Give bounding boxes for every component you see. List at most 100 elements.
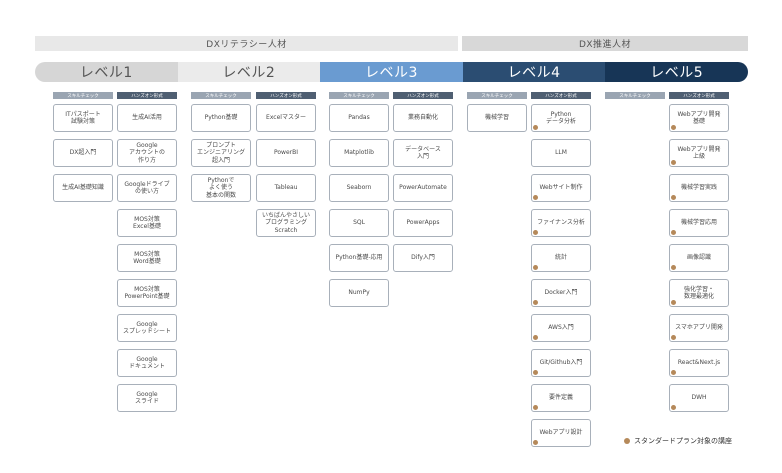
standard-plan-dot	[671, 265, 676, 270]
course-card[interactable]: データベース 入門	[393, 139, 453, 167]
course-card[interactable]: PowerAutomate	[393, 174, 453, 202]
course-label: Python基礎-応用	[335, 254, 383, 262]
course-card[interactable]: 生成AI基礎知識	[53, 174, 113, 202]
course-label: 生成AI活用	[132, 114, 162, 122]
course-card[interactable]: Docker入門	[531, 279, 591, 307]
course-card[interactable]: MOS対策 PowerPoint基礎	[117, 279, 177, 307]
course-card[interactable]: Pandas	[329, 104, 389, 132]
course-card[interactable]: 要件定義	[531, 384, 591, 412]
course-label: SQL	[353, 219, 365, 227]
course-label: React&Next.js	[677, 359, 721, 367]
course-card[interactable]: Git/Github入門	[531, 349, 591, 377]
course-card[interactable]: DWH	[669, 384, 729, 412]
l5-hands-header: ハンズオン形式	[669, 92, 729, 99]
standard-plan-dot	[533, 335, 538, 340]
course-card[interactable]: React&Next.js	[669, 349, 729, 377]
l4-hands-header: ハンズオン形式	[531, 92, 591, 99]
l1-hands-header: ハンズオン形式	[117, 92, 177, 99]
standard-plan-dot	[533, 405, 538, 410]
course-label: Google ドキュメント	[128, 355, 165, 370]
course-card[interactable]: 機械学習実践	[669, 174, 729, 202]
course-card[interactable]: Tableau	[256, 174, 316, 202]
course-label: DX超入門	[69, 149, 97, 157]
level-2: レベル2	[177, 62, 321, 82]
course-label: Tableau	[274, 184, 298, 192]
course-card[interactable]: MOS対策 Excel基礎	[117, 209, 177, 237]
course-card[interactable]: Matplotlib	[329, 139, 389, 167]
course-card[interactable]: 統計	[531, 244, 591, 272]
course-label: NumPy	[348, 289, 370, 297]
course-card[interactable]: 機械学習	[467, 104, 527, 132]
course-card[interactable]: 生成AI活用	[117, 104, 177, 132]
course-label: DWH	[691, 394, 707, 402]
course-label: PowerApps	[406, 219, 440, 227]
course-card[interactable]: Webサイト制作	[531, 174, 591, 202]
standard-plan-dot	[671, 125, 676, 130]
course-label: 機械学習	[484, 114, 509, 122]
course-label: ファイナンス分析	[537, 219, 585, 227]
course-card[interactable]: DX超入門	[53, 139, 113, 167]
course-label: 画像認識	[686, 254, 711, 262]
level-1: レベル1	[35, 62, 178, 82]
course-card[interactable]: LLM	[531, 139, 591, 167]
standard-plan-dot	[671, 370, 676, 375]
course-label: AWS入門	[548, 324, 574, 332]
course-card[interactable]: 強化学習・ 数理最適化	[669, 279, 729, 307]
course-label: MOS対策 Excel基礎	[133, 215, 161, 230]
course-card[interactable]: PowerBI	[256, 139, 316, 167]
course-label: データベース 入門	[405, 145, 441, 160]
course-card[interactable]: プロンプト エンジニアリング 超入門	[191, 139, 251, 167]
course-label: Python基礎	[204, 114, 238, 122]
course-label: Google スプレッドシート	[122, 320, 171, 335]
course-label: Excelマスター	[266, 114, 306, 122]
standard-plan-dot	[533, 300, 538, 305]
standard-plan-dot	[533, 125, 538, 130]
course-label: Python データ分析	[545, 110, 576, 125]
course-card[interactable]: 機械学習応用	[669, 209, 729, 237]
dx-promotion-band: DX推進人材	[462, 36, 748, 51]
course-card[interactable]: Webアプリ開発 基礎	[669, 104, 729, 132]
course-card[interactable]: スマホアプリ開発	[669, 314, 729, 342]
course-card[interactable]: Python基礎-応用	[329, 244, 389, 272]
l2-skill-header: スキルチェック	[191, 92, 251, 99]
course-card[interactable]: MOS対策 Word基礎	[117, 244, 177, 272]
course-label: スマホアプリ開発	[675, 324, 723, 332]
standard-plan-dot	[671, 300, 676, 305]
course-label: ITパスポート 試験対策	[65, 110, 101, 125]
course-card[interactable]: 画像認識	[669, 244, 729, 272]
course-card[interactable]: Google アカウントの 作り方	[117, 139, 177, 167]
course-label: 強化学習・ 数理最適化	[683, 285, 714, 300]
course-card[interactable]: Google スプレッドシート	[117, 314, 177, 342]
standard-plan-dot	[533, 195, 538, 200]
course-label: 業務自動化	[407, 114, 438, 122]
course-card[interactable]: Excelマスター	[256, 104, 316, 132]
course-card[interactable]: Webアプリ設計	[531, 419, 591, 447]
course-card[interactable]: PowerApps	[393, 209, 453, 237]
l1-skill-header: スキルチェック	[53, 92, 113, 99]
course-card[interactable]: Python基礎	[191, 104, 251, 132]
course-card[interactable]: ファイナンス分析	[531, 209, 591, 237]
course-label: Google アカウントの 作り方	[128, 142, 165, 164]
course-card[interactable]: Webアプリ開発 上級	[669, 139, 729, 167]
course-card[interactable]: いちばんやさしい プログラミング Scratch	[256, 209, 316, 237]
course-card[interactable]: Dify入門	[393, 244, 453, 272]
course-card[interactable]: Seaborn	[329, 174, 389, 202]
standard-plan-dot	[671, 230, 676, 235]
standard-plan-dot	[533, 440, 538, 445]
course-card[interactable]: Google スライド	[117, 384, 177, 412]
course-card[interactable]: Google ドキュメント	[117, 349, 177, 377]
course-card[interactable]: Python データ分析	[531, 104, 591, 132]
course-label: Webサイト制作	[539, 184, 583, 192]
course-label: 機械学習応用	[680, 219, 717, 227]
level-bar: レベル1 レベル2 レベル3 レベル4 レベル5	[35, 62, 748, 82]
course-card[interactable]: Googleドライブ の使い方	[117, 174, 177, 202]
course-label: MOS対策 PowerPoint基礎	[124, 285, 170, 300]
course-label: Google スライド	[134, 390, 159, 405]
course-card[interactable]: AWS入門	[531, 314, 591, 342]
course-card[interactable]: NumPy	[329, 279, 389, 307]
course-label: Pandas	[348, 114, 370, 122]
course-card[interactable]: Pythonで よく使う 基本の関数	[191, 174, 251, 202]
course-card[interactable]: SQL	[329, 209, 389, 237]
course-card[interactable]: ITパスポート 試験対策	[53, 104, 113, 132]
course-card[interactable]: 業務自動化	[393, 104, 453, 132]
